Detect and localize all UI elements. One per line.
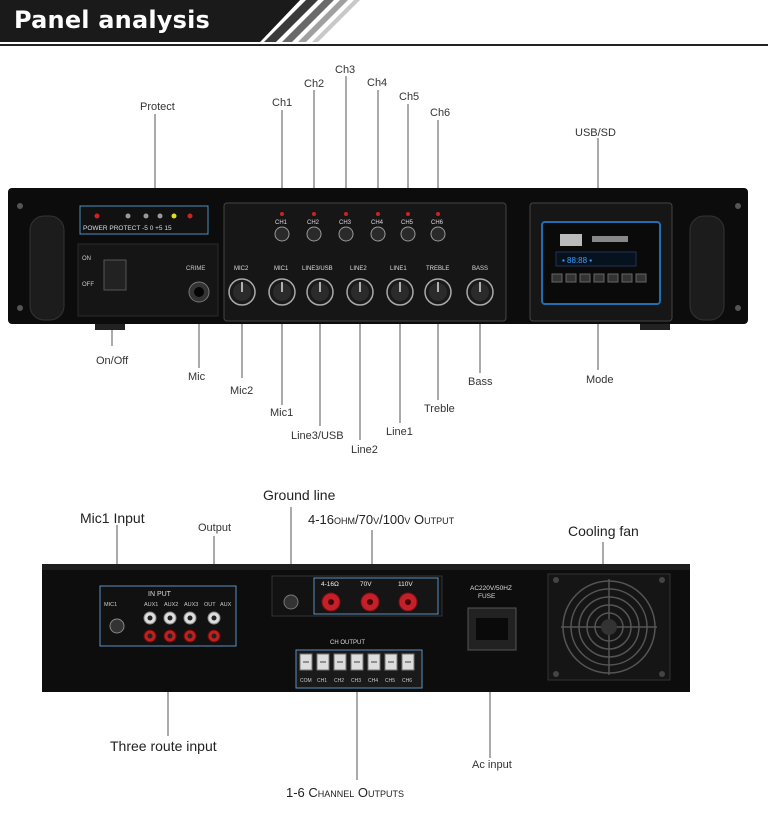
fan-grille [553,577,665,677]
right-handle [689,215,725,321]
svg-text:AC220V/50HZ: AC220V/50HZ [470,585,512,592]
svg-text:FUSE: FUSE [478,593,496,600]
label-mic2: Mic2 [230,385,254,397]
knob-label: BASS [472,266,488,272]
label-ch6: Ch6 [430,107,451,119]
channel-button[interactable] [274,226,290,242]
label-line2: Line2 [351,444,378,456]
page-title: Panel analysis [14,6,211,34]
knob-label: LINE2 [350,266,367,272]
speaker-terminal-set: 4-16Ω 70V 110V [321,581,418,612]
channel-led [312,212,316,216]
label-mic1: Mic1 [270,407,294,419]
knob-label: MIC1 [274,266,289,272]
label-mode: Mode [586,374,614,386]
input-sub-label: MIC1 [104,602,117,608]
label-mic: Mic [188,371,206,383]
channel-led [344,212,348,216]
channel-button-label: CH5 [401,220,414,226]
channel-term-label: CH1 [317,678,327,684]
label-ch4: Ch4 [367,77,388,89]
input-sub-label: AUX2 [164,602,178,608]
banner-graphic [0,0,768,46]
channel-led [280,212,284,216]
power-switch [103,259,127,291]
channel-button-label: CH2 [307,220,320,226]
channel-button-label: CH1 [275,220,288,226]
channel-terminals: COM CH1 CH2 CH3 CH4 CH5 CH6 [299,653,415,684]
knobs: MIC2 MIC1 LINE3/USB LINE2 LINE1 TREBLE BASS [228,266,494,306]
label-ch5: Ch5 [399,91,420,103]
channel-term-label: CH3 [351,678,361,684]
channel-led [376,212,380,216]
label-protect: Protect [140,101,175,113]
label-treble: Treble [424,403,455,415]
input-sub-label: AUX [220,602,232,608]
knob-label: MIC2 [234,266,249,272]
svg-text:IN PUT: IN PUT [148,591,172,598]
label-line3-usb: Line3/USB [291,430,344,442]
rear-panel-figure: IN PUT MIC1 AUX1 AUX2 AUX3 OUT AUX 4-16Ω 70V 11… [42,507,690,780]
knob-label: LINE1 [390,266,407,272]
label-ch3: Ch3 [335,64,356,76]
label-speaker-output: 4-16ohm/70v/100v Output [308,512,455,527]
input-sub-labels: MIC1 AUX1 AUX2 AUX3 OUT AUX [104,602,232,608]
usb-port [560,234,582,246]
channel-button-label: CH3 [339,220,352,226]
channel-button[interactable] [400,226,416,242]
front-panel-figure: POWER PROTECT -5 0 +5 15 ON OFF CRIME CH… [8,76,748,440]
label-bass: Bass [468,376,493,388]
knob-label: LINE3/USB [302,266,333,272]
label-channel-outputs: 1-6 Channel Outputs [286,785,405,800]
channel-term-label: COM [300,678,312,684]
channel-led [406,212,410,216]
label-on-off: On/Off [96,355,129,367]
svg-text:▪ 88:88 ▪: ▪ 88:88 ▪ [562,256,592,265]
label-ground-line: Ground line [263,487,336,503]
terminal-label: 110V [398,581,413,588]
label-line1: Line1 [386,426,413,438]
terminal-label: 70V [360,581,372,588]
label-ch1: Ch1 [272,97,293,109]
channel-term-label: CH2 [334,678,344,684]
svg-text:CRIME: CRIME [186,266,205,272]
input-sub-label: AUX3 [184,602,198,608]
channel-button[interactable] [338,226,354,242]
label-ac-input: Ac input [472,759,512,771]
channel-term-label: CH6 [402,678,412,684]
channel-led [436,212,440,216]
knob-label: TREBLE [426,266,449,272]
status-row-text: POWER PROTECT -5 0 +5 15 [83,225,172,232]
terminal-label: 4-16Ω [321,581,339,588]
label-three-route-input: Three route input [110,738,217,754]
ground-terminal [283,594,299,610]
label-ch2: Ch2 [304,78,325,90]
svg-text:CH OUTPUT: CH OUTPUT [330,640,365,646]
channel-button-label: CH4 [371,220,384,226]
label-mic1-input: Mic1 Input [80,510,145,526]
channel-button[interactable] [306,226,322,242]
label-output: Output [198,522,232,534]
channel-term-label: CH5 [385,678,395,684]
label-cooling-fan: Cooling fan [568,523,639,539]
header-banner: Panel analysis [0,0,768,48]
svg-text:OFF: OFF [82,282,94,288]
channel-button-label: CH6 [431,220,444,226]
channel-buttons: CH1 CH2 CH3 CH4 CH5 CH6 [274,212,446,242]
svg-text:ON: ON [82,256,91,262]
channel-button[interactable] [430,226,446,242]
sd-slot [592,236,628,242]
left-handle [29,215,65,321]
power-led [94,213,100,219]
channel-term-label: CH4 [368,678,378,684]
input-sub-label: AUX1 [144,602,158,608]
status-panel [79,205,209,235]
mic1-input-jack [109,618,125,634]
input-sub-label: OUT [204,602,216,608]
rca-jacks [143,611,221,643]
label-usb-sd: USB/SD [575,127,616,139]
channel-button[interactable] [370,226,386,242]
